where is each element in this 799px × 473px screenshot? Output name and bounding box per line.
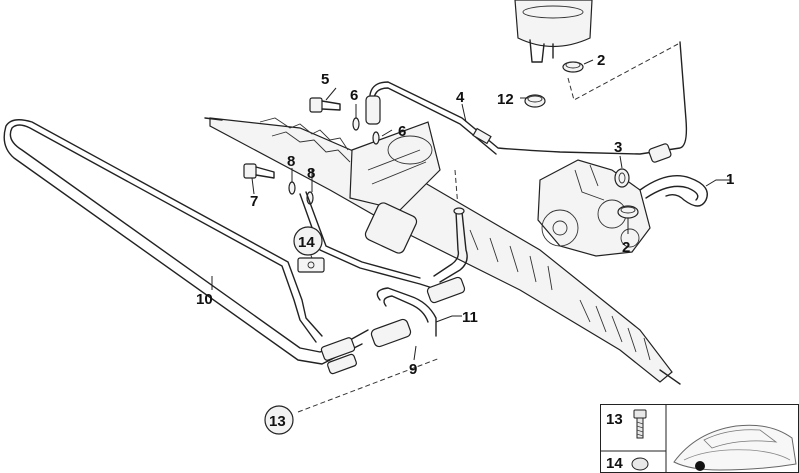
hose-clamp-top bbox=[562, 61, 584, 73]
callout-3: 3 bbox=[614, 139, 622, 156]
ref-line-reservoir bbox=[567, 43, 679, 101]
svg-text:13: 13 bbox=[269, 413, 286, 430]
legend-label-14: 14 bbox=[606, 455, 623, 472]
parts-legend: 13 14 bbox=[600, 404, 799, 473]
callout-13-circle: 13 bbox=[264, 405, 294, 435]
callout-9: 9 bbox=[409, 361, 417, 378]
grommet-icon bbox=[631, 457, 649, 471]
bolt-icon bbox=[633, 409, 647, 439]
fluid-reservoir bbox=[514, 0, 593, 63]
hose-clamp-12 bbox=[524, 94, 546, 108]
pressure-line-4 bbox=[365, 41, 688, 155]
leader-lines bbox=[211, 59, 730, 361]
seal-6b bbox=[372, 131, 380, 145]
banjo-bolt-7 bbox=[243, 163, 275, 179]
car-location-icon bbox=[673, 424, 797, 471]
callout-12: 12 bbox=[497, 91, 514, 108]
seal-6a bbox=[352, 117, 360, 131]
callout-5: 5 bbox=[321, 71, 329, 88]
svg-text:14: 14 bbox=[298, 234, 315, 251]
callout-7: 7 bbox=[250, 193, 258, 210]
hose-9 bbox=[345, 287, 437, 353]
hose-11 bbox=[426, 207, 468, 304]
callout-6-upper: 6 bbox=[350, 87, 358, 104]
hose-clamp-lower bbox=[617, 205, 639, 219]
ref-line-13 bbox=[297, 357, 441, 413]
seal-8a bbox=[288, 181, 296, 195]
callout-10: 10 bbox=[196, 291, 213, 308]
callout-6-lower: 6 bbox=[398, 123, 406, 140]
callout-8-left: 8 bbox=[287, 153, 295, 170]
callout-2-top: 2 bbox=[597, 52, 605, 69]
callout-11: 11 bbox=[462, 309, 478, 326]
callout-14-circle: 14 bbox=[293, 226, 323, 256]
callout-2-bottom: 2 bbox=[622, 239, 630, 256]
callout-8-right: 8 bbox=[307, 165, 315, 182]
callout-4: 4 bbox=[456, 89, 465, 106]
return-hose-1 bbox=[639, 143, 708, 207]
legend-label-13: 13 bbox=[606, 411, 623, 428]
banjo-bolt-5 bbox=[309, 97, 341, 113]
seal-ring-3 bbox=[614, 168, 630, 188]
steering-rack bbox=[204, 117, 681, 385]
callout-1: 1 bbox=[726, 171, 734, 188]
cooling-loop-10 bbox=[3, 119, 357, 375]
